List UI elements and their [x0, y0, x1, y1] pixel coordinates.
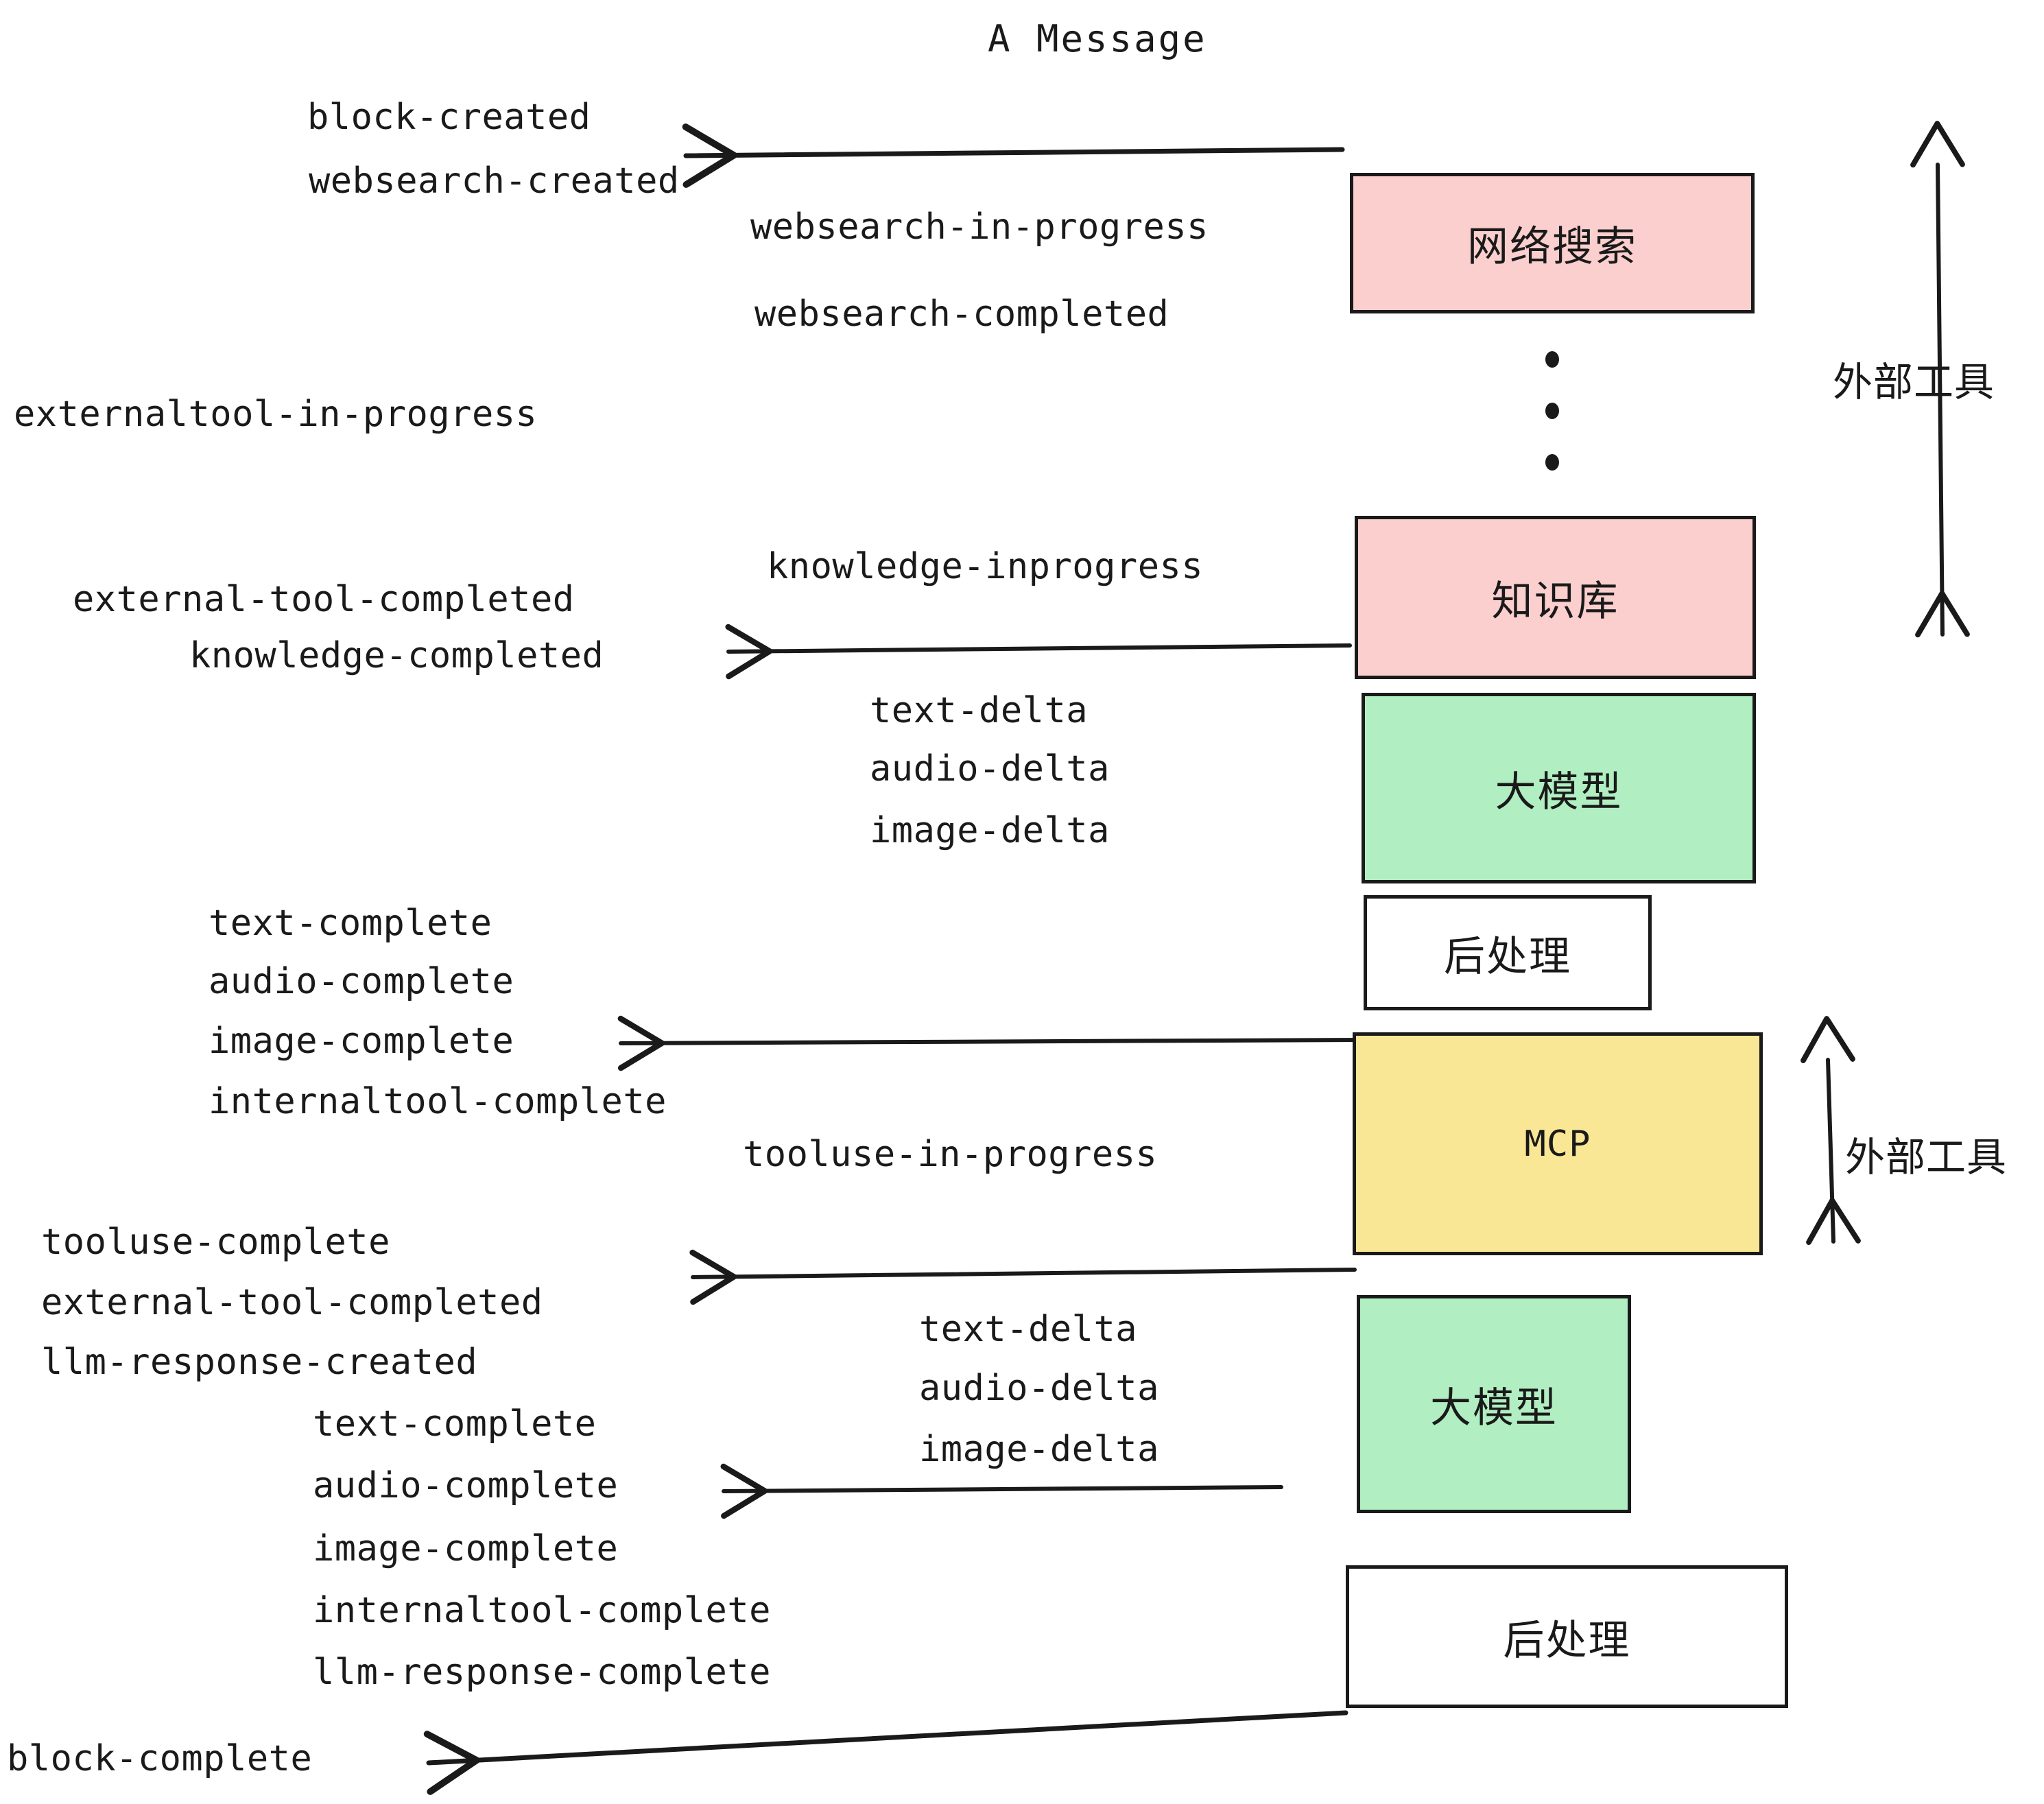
event-websearch-in-progress: websearch-in-progress	[750, 206, 1209, 248]
node-postprocess-1[interactable]: 后处理	[1364, 895, 1652, 1010]
event-image-complete-2: image-complete	[313, 1528, 619, 1569]
event-block-complete: block-complete	[7, 1738, 313, 1779]
arrow-external-tool-span-bottom	[1801, 1016, 1861, 1245]
node-mcp[interactable]: MCP	[1353, 1032, 1763, 1255]
node-llm-2-label: 大模型	[1430, 1384, 1558, 1432]
node-postprocess-2-label: 后处理	[1503, 1616, 1631, 1665]
event-externaltool-in-progress: externaltool-in-progress	[14, 394, 538, 435]
event-websearch-created: websearch-created	[309, 161, 680, 202]
event-llm-response-complete: llm-response-complete	[313, 1652, 771, 1693]
event-audio-delta-2: audio-delta	[919, 1368, 1159, 1409]
arrow-postprocess1-to-image-complete	[617, 1015, 1362, 1071]
event-tooluse-in-progress: tooluse-in-progress	[743, 1134, 1158, 1175]
ellipsis-dot-2	[1545, 403, 1559, 419]
ellipsis-dot-1	[1545, 351, 1559, 368]
event-image-delta-1: image-delta	[870, 810, 1110, 851]
node-knowledge[interactable]: 知识库	[1355, 516, 1756, 679]
node-llm-2[interactable]: 大模型	[1357, 1295, 1631, 1513]
event-llm-response-created: llm-response-created	[41, 1342, 478, 1383]
event-websearch-completed: websearch-completed	[754, 294, 1169, 335]
arrow-postprocess2-to-block-complete	[423, 1710, 1348, 1795]
node-mcp-label: MCP	[1524, 1123, 1591, 1165]
node-knowledge-label: 知识库	[1491, 577, 1619, 626]
node-llm-1-label: 大模型	[1495, 768, 1623, 816]
event-tooluse-complete: tooluse-complete	[41, 1222, 390, 1263]
event-text-delta-1: text-delta	[870, 690, 1089, 731]
event-internaltool-complete-2: internaltool-complete	[313, 1590, 771, 1631]
side-label-external-tool-top: 外部工具	[1833, 359, 1995, 405]
node-postprocess-1-label: 后处理	[1444, 932, 1571, 981]
event-external-tool-completed-1: external-tool-completed	[73, 579, 575, 620]
arrow-knowledge-to-completed	[725, 624, 1352, 680]
arrow-llm2-to-audio-complete	[720, 1463, 1283, 1519]
event-knowledge-completed: knowledge-completed	[189, 635, 604, 676]
node-llm-1[interactable]: 大模型	[1362, 693, 1756, 883]
page-title: A Message	[988, 17, 1207, 60]
ellipsis-dot-3	[1545, 454, 1559, 471]
event-audio-complete-2: audio-complete	[313, 1465, 619, 1506]
node-websearch-label: 网络搜索	[1467, 223, 1637, 271]
arrow-mcp-to-tooluse-complete	[689, 1249, 1357, 1305]
event-knowledge-inprogress: knowledge-inprogress	[767, 546, 1204, 587]
event-external-tool-completed-2: external-tool-completed	[41, 1282, 543, 1323]
event-text-complete-1: text-complete	[209, 903, 492, 944]
event-image-complete-1: image-complete	[209, 1021, 514, 1062]
event-text-delta-2: text-delta	[919, 1309, 1138, 1350]
side-label-external-tool-bottom: 外部工具	[1845, 1134, 2008, 1180]
event-audio-delta-1: audio-delta	[870, 748, 1110, 790]
event-audio-complete-1: audio-complete	[209, 961, 514, 1002]
event-internaltool-complete-1: internaltool-complete	[209, 1081, 667, 1122]
arrow-websearch-to-block-created	[682, 123, 1345, 188]
event-block-created: block-created	[307, 97, 591, 138]
node-postprocess-2[interactable]: 后处理	[1346, 1565, 1788, 1708]
event-text-complete-2: text-complete	[313, 1403, 597, 1445]
node-websearch[interactable]: 网络搜索	[1350, 173, 1755, 313]
event-image-delta-2: image-delta	[919, 1429, 1159, 1470]
